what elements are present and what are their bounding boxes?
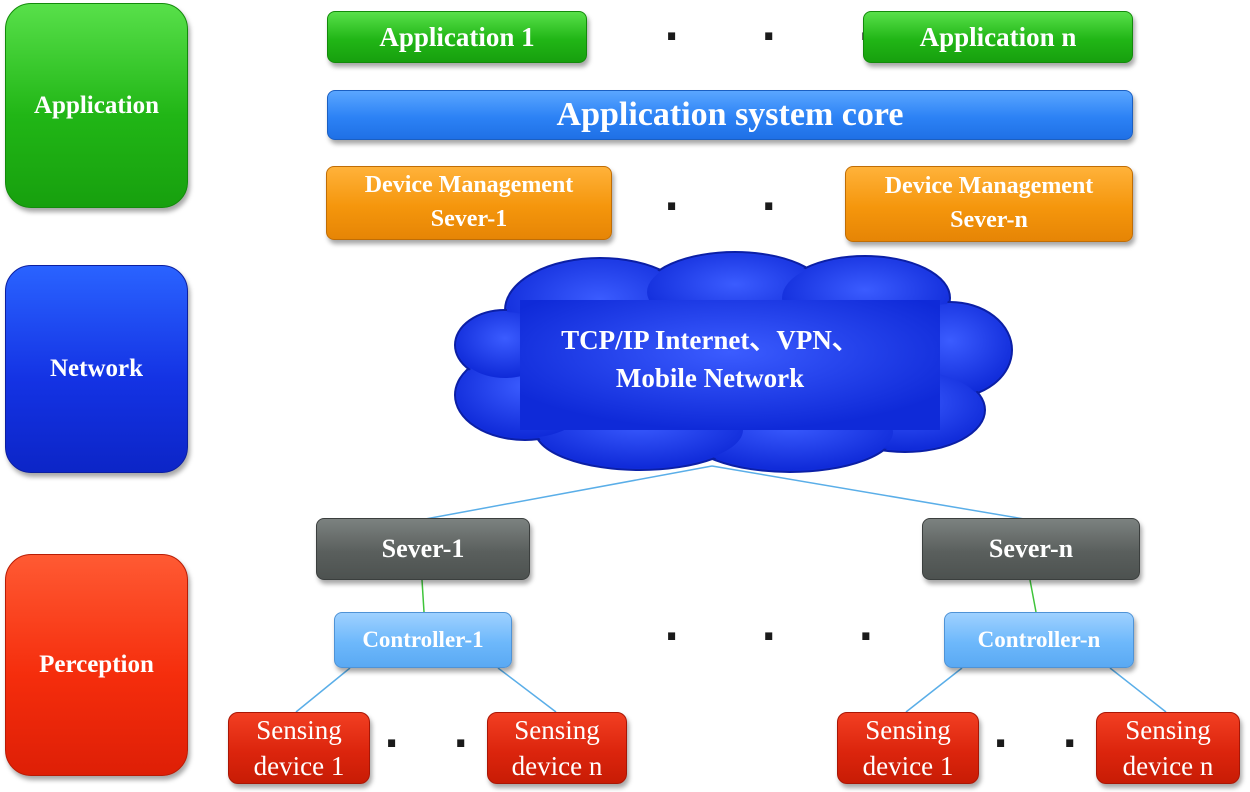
link-controller-n-sensing-1 bbox=[905, 667, 963, 713]
sever-n-box: Sever-n bbox=[922, 518, 1140, 580]
device-management-server-1-line2: Sever-1 bbox=[430, 206, 508, 232]
sensing-device-1-left-line1: Sensing bbox=[256, 714, 342, 745]
layer-network-label: Network bbox=[49, 355, 144, 382]
sensing-device-n-right-line1: Sensing bbox=[1125, 714, 1211, 745]
sensing-device-1-left-line2: device 1 bbox=[253, 751, 345, 781]
sensing-device-1-right-line1: Sensing bbox=[865, 714, 951, 745]
device-management-server-n-line1: Device Management bbox=[884, 173, 1094, 200]
layer-perception: Perception bbox=[5, 554, 188, 776]
application-1-label: Application 1 bbox=[379, 21, 535, 52]
sensing-device-1-left-box: Sensing device 1 bbox=[228, 712, 370, 784]
link-sever-1-controller-1 bbox=[421, 579, 425, 613]
layer-perception-label: Perception bbox=[39, 651, 154, 678]
controller-n-box: Controller-n bbox=[944, 612, 1134, 668]
sever-1-box: Sever-1 bbox=[316, 518, 530, 580]
sensing-device-n-right-line2: device n bbox=[1122, 751, 1214, 781]
sensing-device-n-left-line2: device n bbox=[511, 751, 603, 781]
sensing-device-n-left-line1: Sensing bbox=[514, 714, 600, 745]
device-management-server-1-box: Device Management Sever-1 bbox=[326, 166, 612, 240]
sensing-device-n-right-box: Sensing device n bbox=[1096, 712, 1240, 784]
controller-1-label: Controller-1 bbox=[362, 627, 484, 652]
application-n-box: Application n bbox=[863, 11, 1133, 63]
network-cloud-line1: TCP/IP Internet、VPN、 bbox=[561, 325, 859, 355]
layer-application-label: Application bbox=[33, 91, 160, 119]
sensing-device-n-left-box: Sensing device n bbox=[487, 712, 627, 784]
controller-1-box: Controller-1 bbox=[334, 612, 512, 668]
sever-1-label: Sever-1 bbox=[381, 534, 465, 563]
layer-network: Network bbox=[5, 265, 188, 473]
link-cloud-sever-n bbox=[711, 465, 1031, 521]
layer-application: Application bbox=[5, 3, 188, 208]
device-management-server-1-line1: Device Management bbox=[364, 172, 574, 199]
application-1-box: Application 1 bbox=[327, 11, 587, 63]
network-cloud bbox=[454, 251, 1013, 473]
device-management-server-n-line2: Sever-n bbox=[950, 207, 1028, 233]
link-sever-n-controller-n bbox=[1029, 579, 1037, 613]
sever-n-label: Sever-n bbox=[988, 534, 1074, 563]
device-management-server-n-box: Device Management Sever-n bbox=[845, 166, 1133, 242]
controller-n-label: Controller-n bbox=[977, 627, 1101, 652]
sensing-device-1-right-line2: device 1 bbox=[862, 751, 954, 781]
link-controller-1-sensing-n bbox=[497, 667, 557, 713]
link-controller-1-sensing-1 bbox=[295, 667, 351, 713]
network-cloud-line2: Mobile Network bbox=[615, 362, 805, 393]
link-cloud-sever-1 bbox=[419, 465, 713, 521]
network-cloud-text: TCP/IP Internet、VPN、 Mobile Network bbox=[480, 322, 940, 398]
application-n-label: Application n bbox=[919, 21, 1077, 52]
link-controller-n-sensing-n bbox=[1109, 667, 1167, 713]
application-system-core-box: Application system core bbox=[327, 90, 1133, 140]
sensing-device-1-right-box: Sensing device 1 bbox=[837, 712, 979, 784]
controller-row-dots: · · · · bbox=[664, 614, 1005, 660]
application-system-core-label: Application system core bbox=[556, 96, 904, 133]
